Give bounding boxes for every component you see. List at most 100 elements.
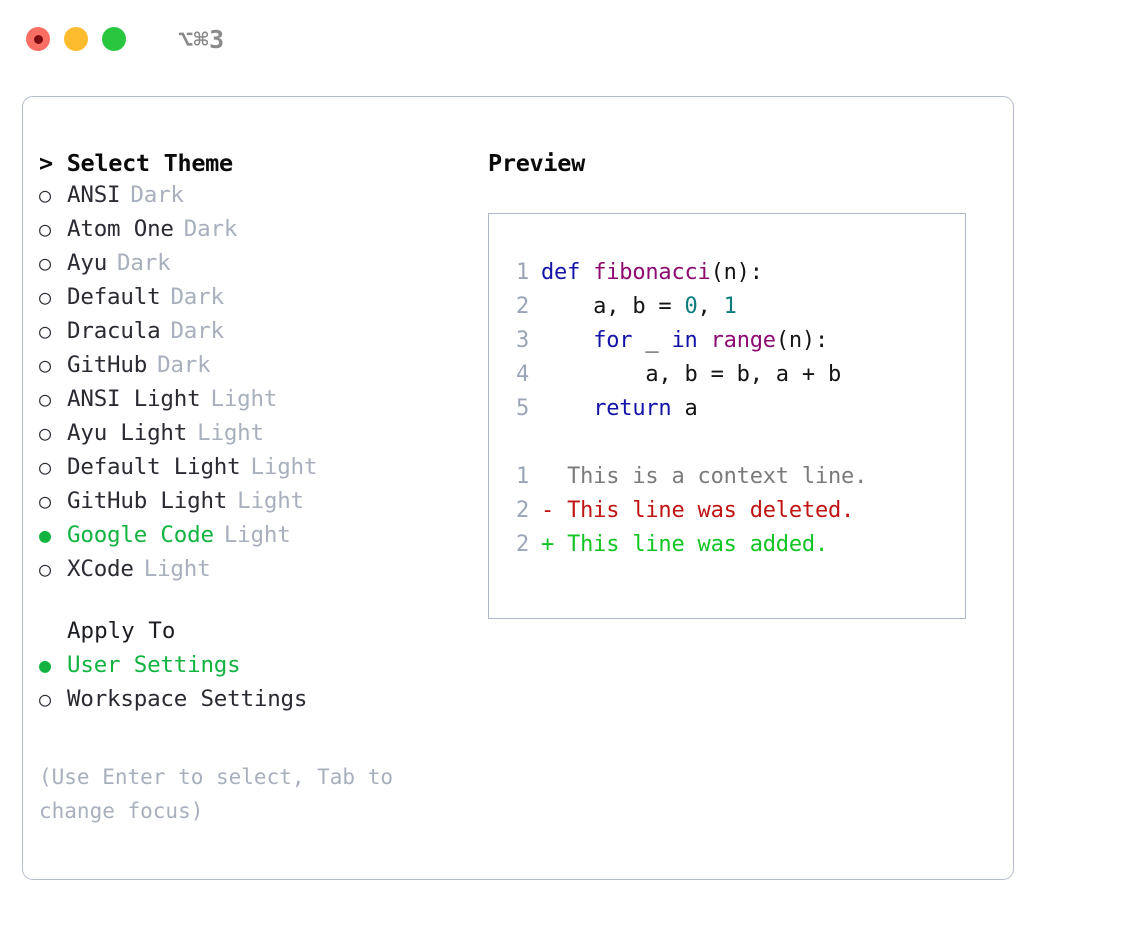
apply-to-option-workspace-settings[interactable]: ○Workspace Settings xyxy=(39,686,488,720)
code-token: _ xyxy=(632,328,672,353)
code-line: 1 def fibonacci(n): xyxy=(489,256,965,290)
code-line: 5 return a xyxy=(489,392,965,426)
theme-variant-badge: Dark xyxy=(183,216,238,242)
line-number: 3 xyxy=(515,328,529,353)
theme-variant-badge: Dark xyxy=(130,182,184,208)
code-token: (n): xyxy=(710,260,763,285)
diff-line: 2 - This line was deleted. xyxy=(489,494,965,528)
theme-option-label: Default xyxy=(67,284,161,310)
code-token: return xyxy=(593,396,672,421)
code-line: 3 for _ in range(n): xyxy=(489,324,965,358)
code-token xyxy=(541,396,593,421)
diff-line: 2 + This line was added. xyxy=(489,528,965,562)
theme-option-label: GitHub Light xyxy=(67,488,228,514)
theme-option-label: GitHub xyxy=(67,352,148,378)
apply-to-option-user-settings[interactable]: ● User Settings xyxy=(39,652,488,686)
preview-heading: Preview xyxy=(488,149,585,177)
code-line: 4 a, b = b, a + b xyxy=(489,358,965,392)
line-number: 1 xyxy=(515,260,529,285)
diff-line-content: - This line was deleted. xyxy=(541,498,855,523)
line-number: 1 xyxy=(515,464,529,489)
code-line-content: for _ in range(n): xyxy=(541,324,828,358)
theme-variant-badge: Dark xyxy=(157,352,211,378)
maximize-button[interactable] xyxy=(102,27,126,51)
diff-line-content: This is a context line. xyxy=(541,464,868,489)
line-number: 5 xyxy=(515,396,529,421)
code-token xyxy=(698,328,711,353)
radio-unselected-icon: ○ xyxy=(39,319,51,343)
theme-option-github[interactable]: ○ GitHub Dark xyxy=(39,352,488,386)
close-button[interactable] xyxy=(26,27,50,51)
theme-option-label: ANSI xyxy=(67,182,121,208)
radio-unselected-icon: ○ xyxy=(39,489,51,513)
theme-option-google-code[interactable]: ● Google Code Light xyxy=(39,522,488,556)
radio-unselected-icon: ○ xyxy=(39,251,51,275)
apply-to-option-label: User Settings xyxy=(67,652,241,678)
theme-variant-badge: Dark xyxy=(117,250,171,276)
code-token: fibonacci xyxy=(593,260,711,285)
line-number: 2 xyxy=(515,294,529,319)
code-token xyxy=(541,328,593,353)
select-theme-heading: > Select Theme xyxy=(39,149,233,177)
radio-unselected-icon: ○ xyxy=(39,557,51,581)
title-bar: ⌥⌘3 xyxy=(0,0,1140,78)
theme-option-label: Dracula xyxy=(67,318,161,344)
line-number: 2 xyxy=(515,532,529,557)
code-token: a, b = xyxy=(541,294,685,319)
apply-to-option-list[interactable]: ● User Settings ○Workspace Settings xyxy=(39,652,488,720)
code-token: def xyxy=(541,260,594,285)
radio-unselected-icon: ○ xyxy=(39,455,51,479)
code-token: for xyxy=(593,328,633,353)
apply-to-heading-spacer: ○ xyxy=(39,621,67,641)
theme-option-xcode[interactable]: ○ XCode Light xyxy=(39,556,488,590)
code-line-content: return a xyxy=(541,392,698,426)
code-line-content: a, b = 0, 1 xyxy=(541,290,737,324)
radio-selected-icon: ● xyxy=(39,523,51,547)
code-token: a, b = b, a + b xyxy=(541,362,842,387)
keyboard-hint-text: (Use Enter to select, Tab to change focu… xyxy=(39,765,406,823)
code-token: 1 xyxy=(723,294,737,319)
code-line-content: def fibonacci(n): xyxy=(541,256,763,290)
theme-option-label: XCode xyxy=(67,556,134,582)
theme-option-label: Google Code xyxy=(67,522,214,548)
keyboard-shortcut-label: ⌥⌘3 xyxy=(178,24,225,54)
minimize-button[interactable] xyxy=(64,27,88,51)
radio-unselected-icon: ○ xyxy=(39,353,51,377)
radio-unselected-icon: ○ xyxy=(39,387,51,411)
theme-variant-badge: Dark xyxy=(170,284,224,310)
theme-variant-badge: Light xyxy=(143,556,211,582)
diff-line: 1 This is a context line. xyxy=(489,460,965,494)
code-token: in xyxy=(671,328,698,353)
theme-option-label: Default Light xyxy=(67,454,241,480)
code-token: , xyxy=(697,294,724,319)
code-line-content: a, b = b, a + b xyxy=(541,358,841,392)
diff-line-content: + This line was added. xyxy=(541,532,828,557)
theme-option-label: Ayu Light xyxy=(67,420,188,446)
theme-option-label: ANSI Light xyxy=(67,386,201,412)
theme-variant-badge: Light xyxy=(223,522,291,548)
preview-spacer xyxy=(489,426,965,460)
theme-option-label: Atom One xyxy=(67,216,174,242)
apply-to-option-label: Workspace Settings xyxy=(67,686,308,712)
line-number: 2 xyxy=(515,498,529,523)
code-token: range xyxy=(710,328,776,353)
code-token: a xyxy=(671,396,698,421)
code-line: 2 a, b = 0, 1 xyxy=(489,290,965,324)
diff-preview: 1 This is a context line. 2 - This line wa… xyxy=(489,460,965,562)
radio-selected-icon: ● xyxy=(39,653,51,677)
code-token: (n): xyxy=(775,328,829,353)
